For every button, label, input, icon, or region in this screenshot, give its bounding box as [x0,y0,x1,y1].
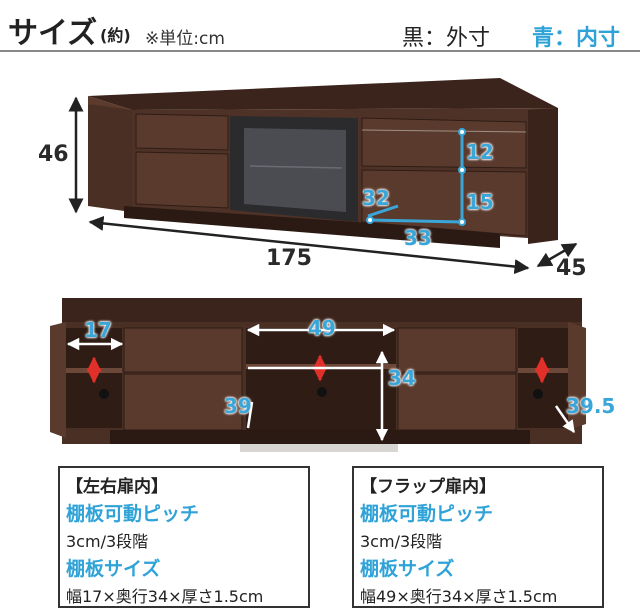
right-size-heading: 棚板サイズ [360,558,455,580]
inner-32-label: 32 [362,186,390,210]
header-divider [0,50,640,52]
legend-inner: 青：内寸 [532,26,621,51]
dim-49-label: 49 [308,316,336,340]
depth-label: 45 [556,256,587,281]
width-label: 175 [266,246,312,271]
dim-34-label: 34 [388,366,416,390]
height-label: 46 [38,142,69,167]
left-size-value: 幅17×奥行34×厚さ1.5cm [66,587,264,606]
outer-dimension-arrows [68,96,578,275]
left-door-info-box: 【左右扉内】 棚板可動ピッチ 3cm/3段階 棚板サイズ 幅17×奥行34×厚さ… [58,466,310,608]
header: サイズ (約) ※単位:cm 黒：外寸 青：内寸 [0,0,640,51]
page-title: サイズ [8,16,98,51]
inner-33-label: 33 [404,226,432,250]
title-note: (約) [100,26,131,45]
right-size-value: 幅49×奥行34×厚さ1.5cm [360,587,558,606]
left-pitch-value: 3cm/3段階 [66,532,149,551]
inner-dimension-arrows-top [367,132,464,224]
unit-note: ※単位:cm [145,29,225,49]
inner-15-label: 15 [466,190,494,214]
right-pitch-value: 3cm/3段階 [360,532,443,551]
flap-door-info-box: 【フラップ扉内】 棚板可動ピッチ 3cm/3段階 棚板サイズ 幅49×奥行34×… [352,466,604,608]
left-box-title: 【左右扉内】 [66,477,168,497]
right-pitch-heading: 棚板可動ピッチ [360,503,494,525]
tv-board-open [50,298,586,452]
left-pitch-heading: 棚板可動ピッチ [66,503,200,525]
dim-39-label: 39 [224,394,252,418]
right-box-title: 【フラップ扉内】 [360,477,496,497]
legend-outer: 黒：外寸 [402,26,491,51]
left-size-heading: 棚板サイズ [66,558,161,580]
inner-12-label: 12 [466,140,494,164]
dim-39-5-label: 39.5 [566,394,616,418]
dim-17-label: 17 [84,318,112,342]
inner-dimension-arrows-bottom [66,323,576,442]
